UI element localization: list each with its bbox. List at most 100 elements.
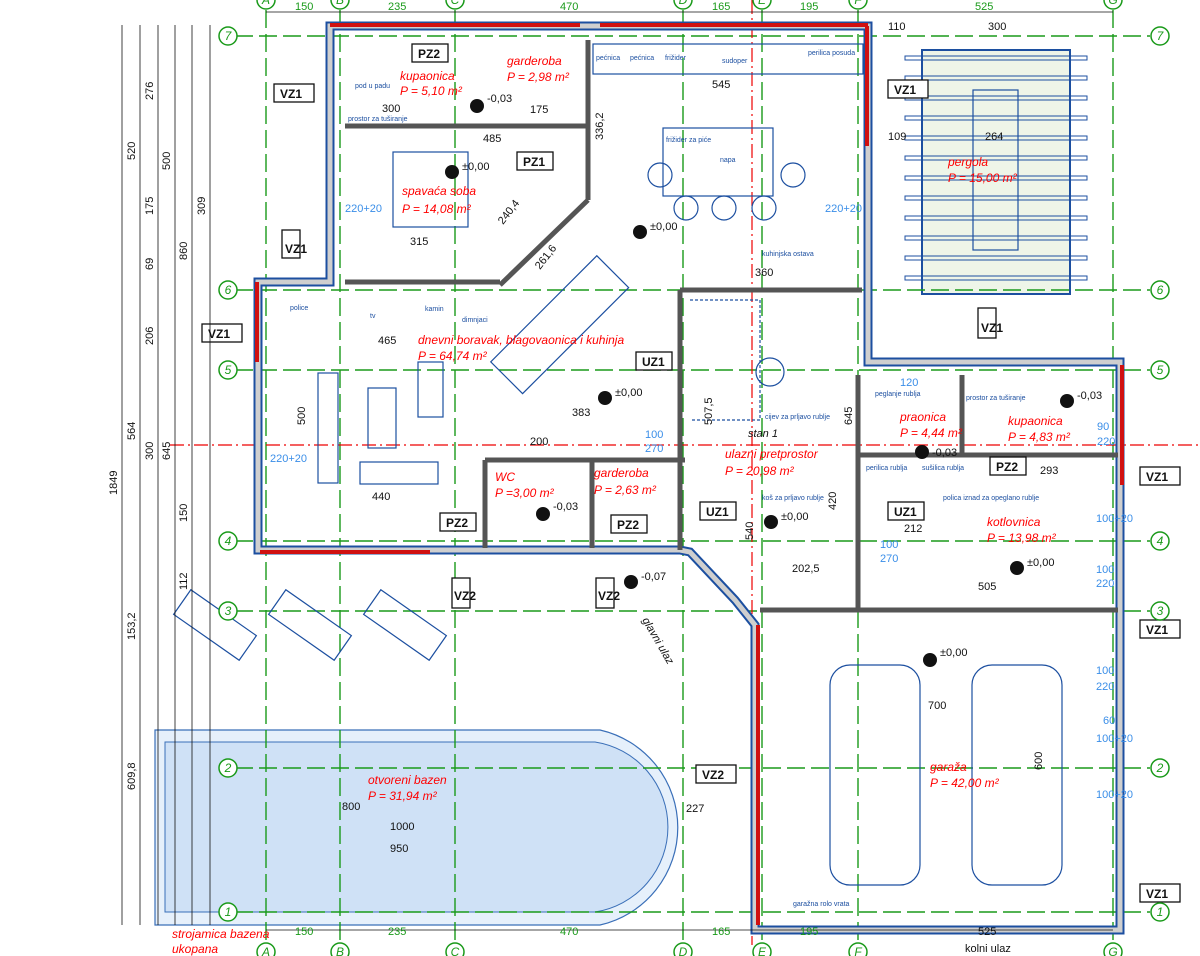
svg-text:VZ1: VZ1 xyxy=(1146,470,1168,484)
axis-column-D-text: D xyxy=(679,945,688,956)
svg-text:240,4: 240,4 xyxy=(496,198,522,227)
furniture-label: polica iznad za opeglano rublje xyxy=(943,495,1039,502)
svg-text:336,2: 336,2 xyxy=(594,112,606,140)
svg-text:VZ1: VZ1 xyxy=(280,87,302,101)
axis-row-2 xyxy=(1150,758,1170,778)
axis-row-1-text: 1 xyxy=(225,905,232,919)
svg-text:220: 220 xyxy=(1097,436,1115,448)
axis-row-2-text: 2 xyxy=(1156,761,1164,775)
room-name: pergola xyxy=(947,155,988,169)
room-area: P =3,00 m² xyxy=(495,486,555,500)
svg-text:200: 200 xyxy=(530,436,548,448)
svg-text:227: 227 xyxy=(686,803,704,815)
svg-text:500: 500 xyxy=(296,407,308,425)
furniture-label: kamin xyxy=(425,306,444,313)
svg-text:220+20: 220+20 xyxy=(270,453,307,465)
furniture-label: perilica rublja xyxy=(866,465,907,472)
svg-text:220: 220 xyxy=(1096,681,1114,693)
pergola-slat xyxy=(904,235,1088,241)
room-area: P = 42,00 m² xyxy=(930,776,1000,790)
svg-text:202,5: 202,5 xyxy=(792,563,820,575)
axis-column-F xyxy=(848,0,868,10)
tag-vz1: VZ1 xyxy=(1139,466,1181,486)
room-area: P = 4,83 m² xyxy=(1008,430,1071,444)
axis-column-C xyxy=(445,942,465,956)
pergola-slat xyxy=(904,195,1088,201)
axis-column-A-text: A xyxy=(261,0,270,7)
furniture xyxy=(172,43,1063,886)
elevation-marker: ±0,00 xyxy=(598,387,642,405)
pergola-slat xyxy=(904,115,1088,121)
svg-text:540: 540 xyxy=(744,522,756,540)
svg-text:69: 69 xyxy=(144,258,156,270)
room-area: P = 5,10 m² xyxy=(400,84,463,98)
pergola-slat xyxy=(904,75,1088,81)
svg-text:112: 112 xyxy=(178,572,190,590)
furniture-label: police xyxy=(290,305,308,312)
room-area: P = 13,98 m² xyxy=(987,531,1057,545)
pergola-slat xyxy=(904,135,1088,141)
tag-uz1: UZ1 xyxy=(887,501,925,521)
axis-row-4-text: 4 xyxy=(225,534,232,548)
svg-text:±0,00: ±0,00 xyxy=(781,511,808,523)
pool xyxy=(154,729,679,926)
svg-text:860: 860 xyxy=(178,242,190,260)
interior-walls xyxy=(345,40,1118,613)
svg-text:440: 440 xyxy=(372,491,390,503)
furniture-label: pod u padu xyxy=(355,83,390,90)
svg-text:150: 150 xyxy=(295,1,313,13)
axis-column-E xyxy=(752,942,772,956)
axis-row-5 xyxy=(218,360,238,380)
axis-column-E-text: E xyxy=(758,945,767,956)
svg-text:±0,00: ±0,00 xyxy=(650,221,677,233)
axis-row-1 xyxy=(218,902,238,922)
svg-text:485: 485 xyxy=(483,133,501,145)
room-area: P = 31,94 m² xyxy=(368,789,438,803)
room-area: P = 2,63 m² xyxy=(594,483,657,497)
svg-text:1849: 1849 xyxy=(108,471,120,495)
tag-vz2: VZ2 xyxy=(451,577,476,609)
tag-uz1: UZ1 xyxy=(635,351,673,371)
car-entry-label: kolni ulaz xyxy=(965,943,1011,955)
axis-column-B xyxy=(330,942,350,956)
svg-text:153,2: 153,2 xyxy=(126,612,138,640)
axis-row-5-text: 5 xyxy=(1157,363,1164,377)
axis-row-4-text: 4 xyxy=(1157,534,1164,548)
svg-text:500: 500 xyxy=(161,152,173,170)
svg-text:206: 206 xyxy=(144,327,156,345)
room-name: garderoba xyxy=(507,54,562,68)
svg-text:309: 309 xyxy=(196,197,208,215)
axis-row-6 xyxy=(1150,280,1170,300)
axis-row-7-text: 7 xyxy=(1157,29,1165,43)
svg-text:-0,03: -0,03 xyxy=(487,93,512,105)
axis-column-D-text: D xyxy=(679,0,688,7)
svg-text:VZ1: VZ1 xyxy=(981,321,1003,335)
svg-text:100+20: 100+20 xyxy=(1096,513,1133,525)
furniture-label: pećnica xyxy=(630,55,654,62)
car-icon xyxy=(971,664,1063,886)
svg-text:VZ1: VZ1 xyxy=(285,242,307,256)
svg-text:609,8: 609,8 xyxy=(126,762,138,790)
furniture-label: prostor za tuširanje xyxy=(348,116,408,123)
svg-text:220+20: 220+20 xyxy=(825,203,862,215)
tag-pz2: PZ2 xyxy=(610,514,648,534)
furniture-label: kuhinjska ostava xyxy=(762,251,814,258)
axis-column-C xyxy=(445,0,465,10)
room-area: P = 64,74 m² xyxy=(418,349,488,363)
wall-tags: VZ1 VZ1 VZ1 VZ1 VZ1 VZ1 VZ1 VZ1 VZ2 VZ2 … xyxy=(201,43,1181,903)
pool-pit-label: ukopana xyxy=(172,942,218,956)
garage-door-label: garažna rolo vrata xyxy=(793,901,850,908)
spiral-stair-icon xyxy=(755,357,785,387)
svg-text:505: 505 xyxy=(978,581,996,593)
tag-vz1: VZ1 xyxy=(273,83,315,103)
svg-text:100+20: 100+20 xyxy=(1096,789,1133,801)
svg-text:60: 60 xyxy=(1103,715,1115,727)
sunbed-icon xyxy=(267,588,353,662)
furniture-label: koš za prljavo rublje xyxy=(762,495,824,502)
svg-text:175: 175 xyxy=(144,197,156,215)
pergola-slat xyxy=(904,55,1088,61)
pergola-structure xyxy=(904,49,1088,295)
svg-text:PZ2: PZ2 xyxy=(446,516,468,530)
furniture-label: frižider za piće xyxy=(666,137,711,144)
